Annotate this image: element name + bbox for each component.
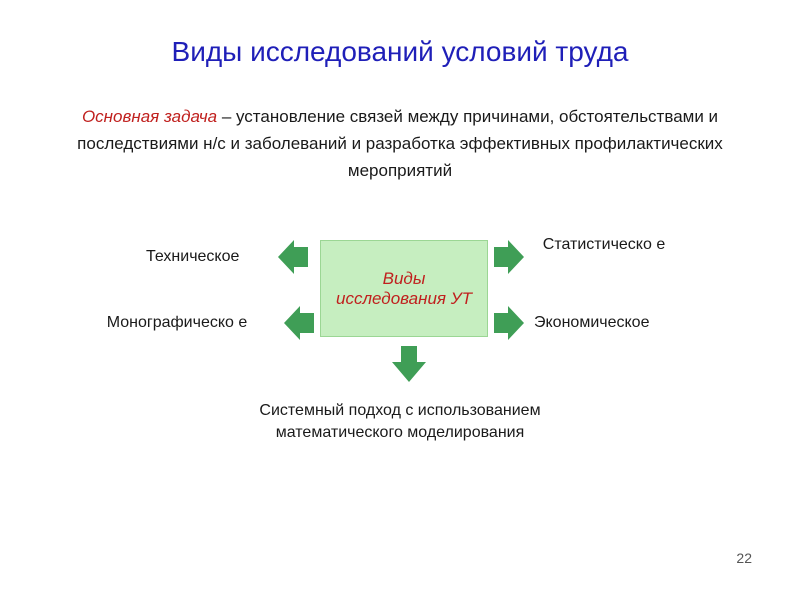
label-statistical: Статистическо е <box>542 236 666 253</box>
arrow-left-top-icon <box>278 240 308 274</box>
label-monographic: Монографическо е <box>106 314 248 331</box>
page-number: 22 <box>736 550 752 566</box>
label-system-approach: Системный подход с использованием матема… <box>200 400 600 444</box>
arrow-right-top-icon <box>494 240 524 274</box>
label-economic: Экономическое <box>534 314 650 331</box>
arrow-right-bottom-icon <box>494 306 524 340</box>
arrow-left-bottom-icon <box>284 306 314 340</box>
arrow-down-icon <box>392 346 426 382</box>
task-text: – установление связей между причинами, о… <box>77 107 723 180</box>
label-system-approach-line1: Системный подход с использованием <box>259 402 541 419</box>
task-description: Основная задача – установление связей ме… <box>30 103 770 184</box>
label-technical: Техническое <box>146 248 240 265</box>
slide-title: Виды исследований условий труда <box>171 36 629 67</box>
center-box: Виды исследования УТ <box>320 240 488 337</box>
label-system-approach-line2: математического моделирования <box>275 424 525 441</box>
center-box-label: Виды исследования УТ <box>336 268 472 308</box>
task-lead: Основная задача <box>81 107 218 126</box>
